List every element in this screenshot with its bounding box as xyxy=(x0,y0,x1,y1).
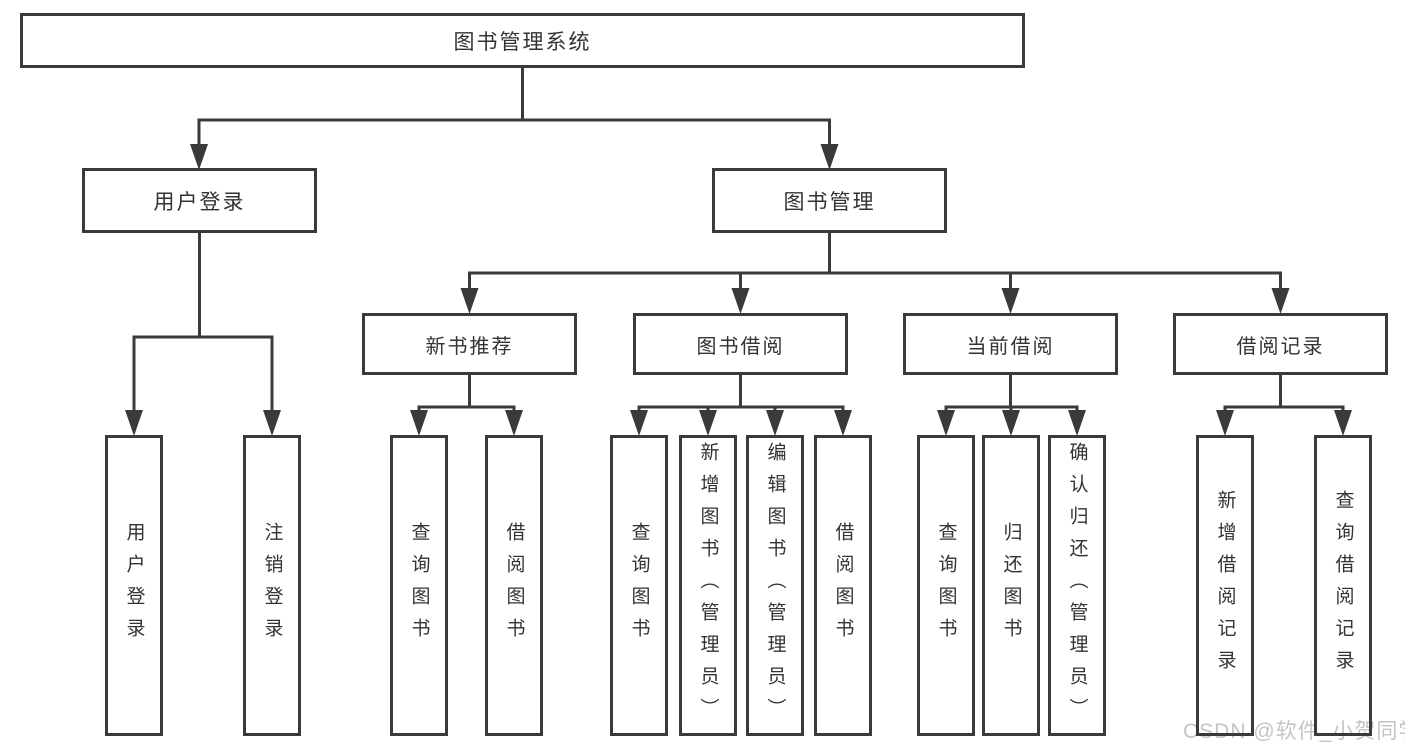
node-label: 借阅记录 xyxy=(1236,335,1325,358)
node-label: 新增图书（管理员） xyxy=(697,441,719,730)
node-label: 新增借阅记录 xyxy=(1214,489,1236,682)
node-current-borrowing: 当前借阅 xyxy=(903,313,1118,375)
node-label: 查询借阅记录 xyxy=(1332,489,1354,682)
leaf-borrow-books: 借阅图书 xyxy=(814,435,872,736)
leaf-query-borrow-record: 查询借阅记录 xyxy=(1314,435,1372,736)
leaf-return-book: 归还图书 xyxy=(982,435,1040,736)
leaf-edit-book-admin: 编辑图书（管理员） xyxy=(746,435,804,736)
leaf-confirm-return-admin: 确认归还（管理员） xyxy=(1048,435,1106,736)
node-label: 图书借阅 xyxy=(696,335,785,358)
node-label: 注销登录 xyxy=(261,521,283,650)
node-label: 图书管理 xyxy=(783,190,876,214)
node-borrow-records: 借阅记录 xyxy=(1173,313,1388,375)
leaf-add-book-admin: 新增图书（管理员） xyxy=(679,435,737,736)
leaf-borrow-books-recommendation: 借阅图书 xyxy=(485,435,543,736)
node-new-book-recommendation: 新书推荐 xyxy=(362,313,577,375)
node-label: 查询图书 xyxy=(935,521,957,650)
node-label: 编辑图书（管理员） xyxy=(764,441,786,730)
leaf-query-books-recommendation: 查询图书 xyxy=(390,435,448,736)
node-label: 查询图书 xyxy=(408,521,430,650)
leaf-user-login: 用户登录 xyxy=(105,435,163,736)
leaf-add-borrow-record: 新增借阅记录 xyxy=(1196,435,1254,736)
node-label: 借阅图书 xyxy=(503,521,525,650)
node-label: 当前借阅 xyxy=(966,335,1055,358)
node-label: 新书推荐 xyxy=(425,335,514,358)
node-book-management: 图书管理 xyxy=(712,168,947,233)
leaf-query-books-current: 查询图书 xyxy=(917,435,975,736)
leaf-query-books-borrowing: 查询图书 xyxy=(610,435,668,736)
node-label: 归还图书 xyxy=(1000,521,1022,650)
node-book-borrowing: 图书借阅 xyxy=(633,313,848,375)
node-label: 确认归还（管理员） xyxy=(1066,441,1088,730)
node-label: 用户登录 xyxy=(123,521,145,650)
node-label: 图书管理系统 xyxy=(453,30,592,54)
node-library-management-system: 图书管理系统 xyxy=(20,13,1025,68)
node-label: 查询图书 xyxy=(628,521,650,650)
csdn-watermark: CSDN @软件_小贺同学 xyxy=(1183,720,1405,743)
node-label: 借阅图书 xyxy=(832,521,854,650)
node-label: 用户登录 xyxy=(153,190,246,214)
leaf-logout: 注销登录 xyxy=(243,435,301,736)
node-user-login: 用户登录 xyxy=(82,168,317,233)
